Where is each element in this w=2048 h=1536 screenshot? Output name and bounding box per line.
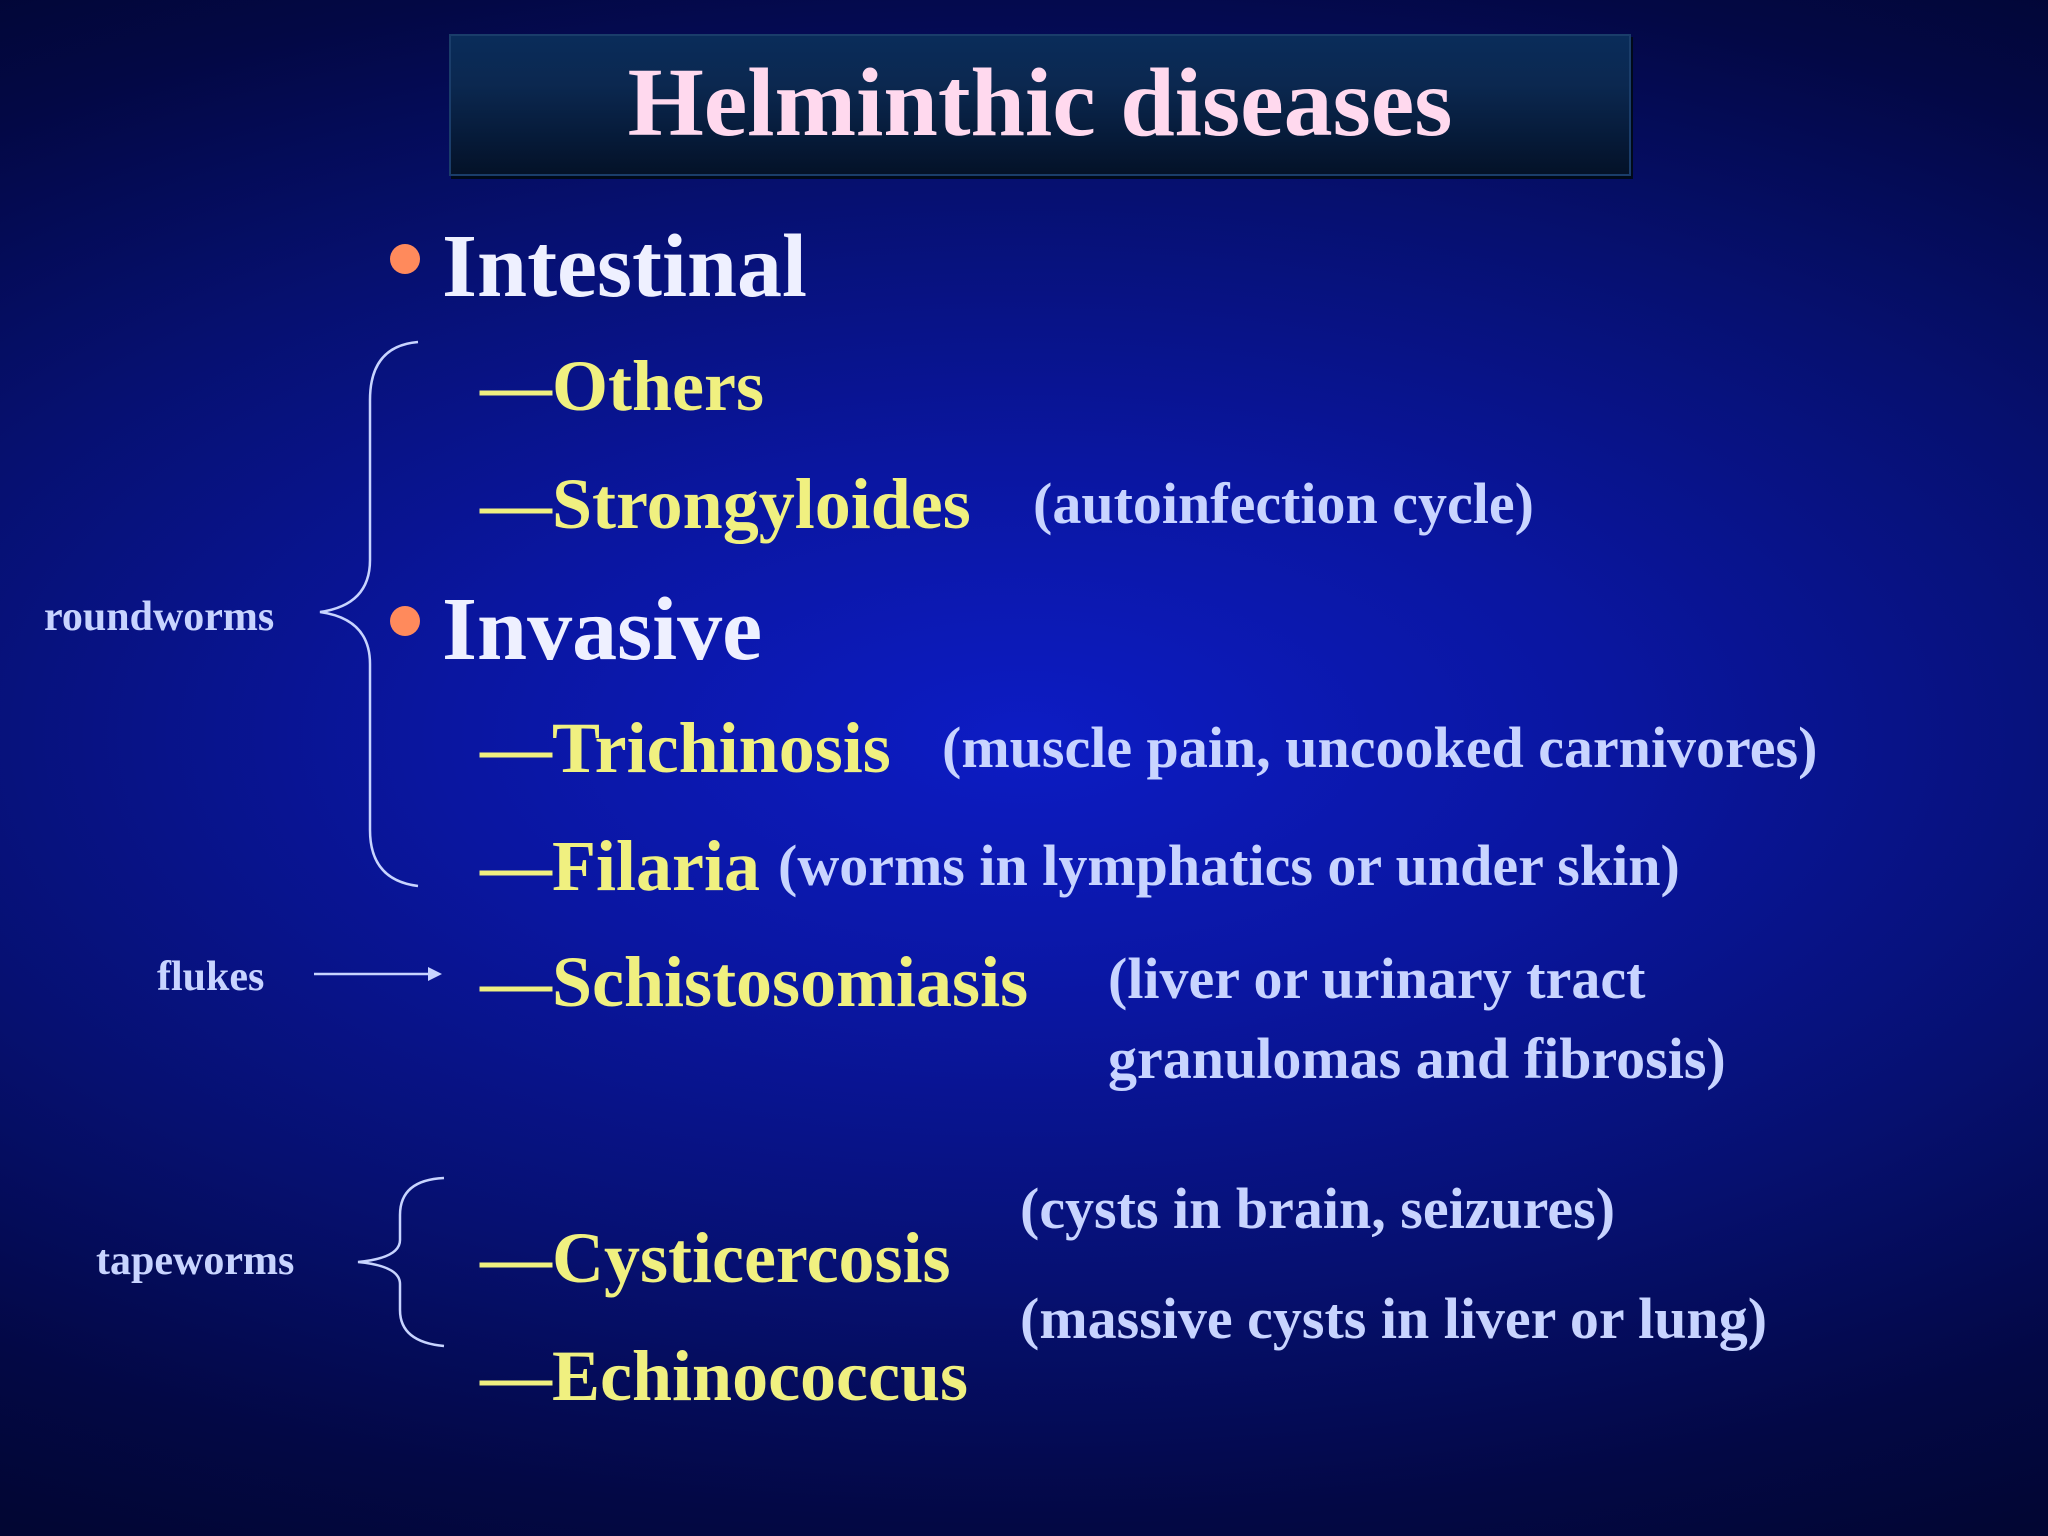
item-echinococcus: —Echinococcus: [480, 1336, 969, 1416]
bullet-intestinal: [390, 244, 420, 274]
label-tapeworms: tapeworms: [96, 1238, 295, 1284]
roundworms-brace: [319, 340, 419, 888]
heading-intestinal: Intestinal: [442, 217, 808, 316]
note-filaria: (worms in lymphatics or under skin): [778, 833, 1680, 898]
flukes-arrow-head: [428, 967, 442, 981]
note-trichinosis: (muscle pain, uncooked carnivores): [942, 715, 1818, 780]
label-flukes: flukes: [157, 954, 265, 1000]
tapeworms-brace: [357, 1176, 445, 1348]
title-box: [449, 34, 1631, 176]
note-strongyloides: (autoinfection cycle): [1033, 471, 1534, 536]
item-cysticercosis: —Cysticercosis: [480, 1218, 951, 1298]
note-schistosomiasis-line2: granulomas and fibrosis): [1108, 1026, 1726, 1091]
item-filaria: —Filaria: [480, 826, 760, 906]
slide-title: Helminthic diseases: [627, 49, 1453, 157]
item-strongyloides: —Strongyloides: [480, 464, 971, 544]
label-roundworms: roundworms: [44, 594, 275, 640]
heading-invasive: Invasive: [442, 580, 763, 679]
item-others: —Others: [480, 346, 764, 426]
item-schistosomiasis: —Schistosomiasis: [480, 942, 1029, 1022]
bullet-invasive: [390, 606, 420, 636]
note-echinococcus: (massive cysts in liver or lung): [1020, 1286, 1768, 1351]
item-trichinosis: —Trichinosis: [480, 708, 891, 788]
note-schistosomiasis-line1: (liver or urinary tract: [1108, 946, 1646, 1011]
note-cysticercosis: (cysts in brain, seizures): [1020, 1176, 1616, 1241]
